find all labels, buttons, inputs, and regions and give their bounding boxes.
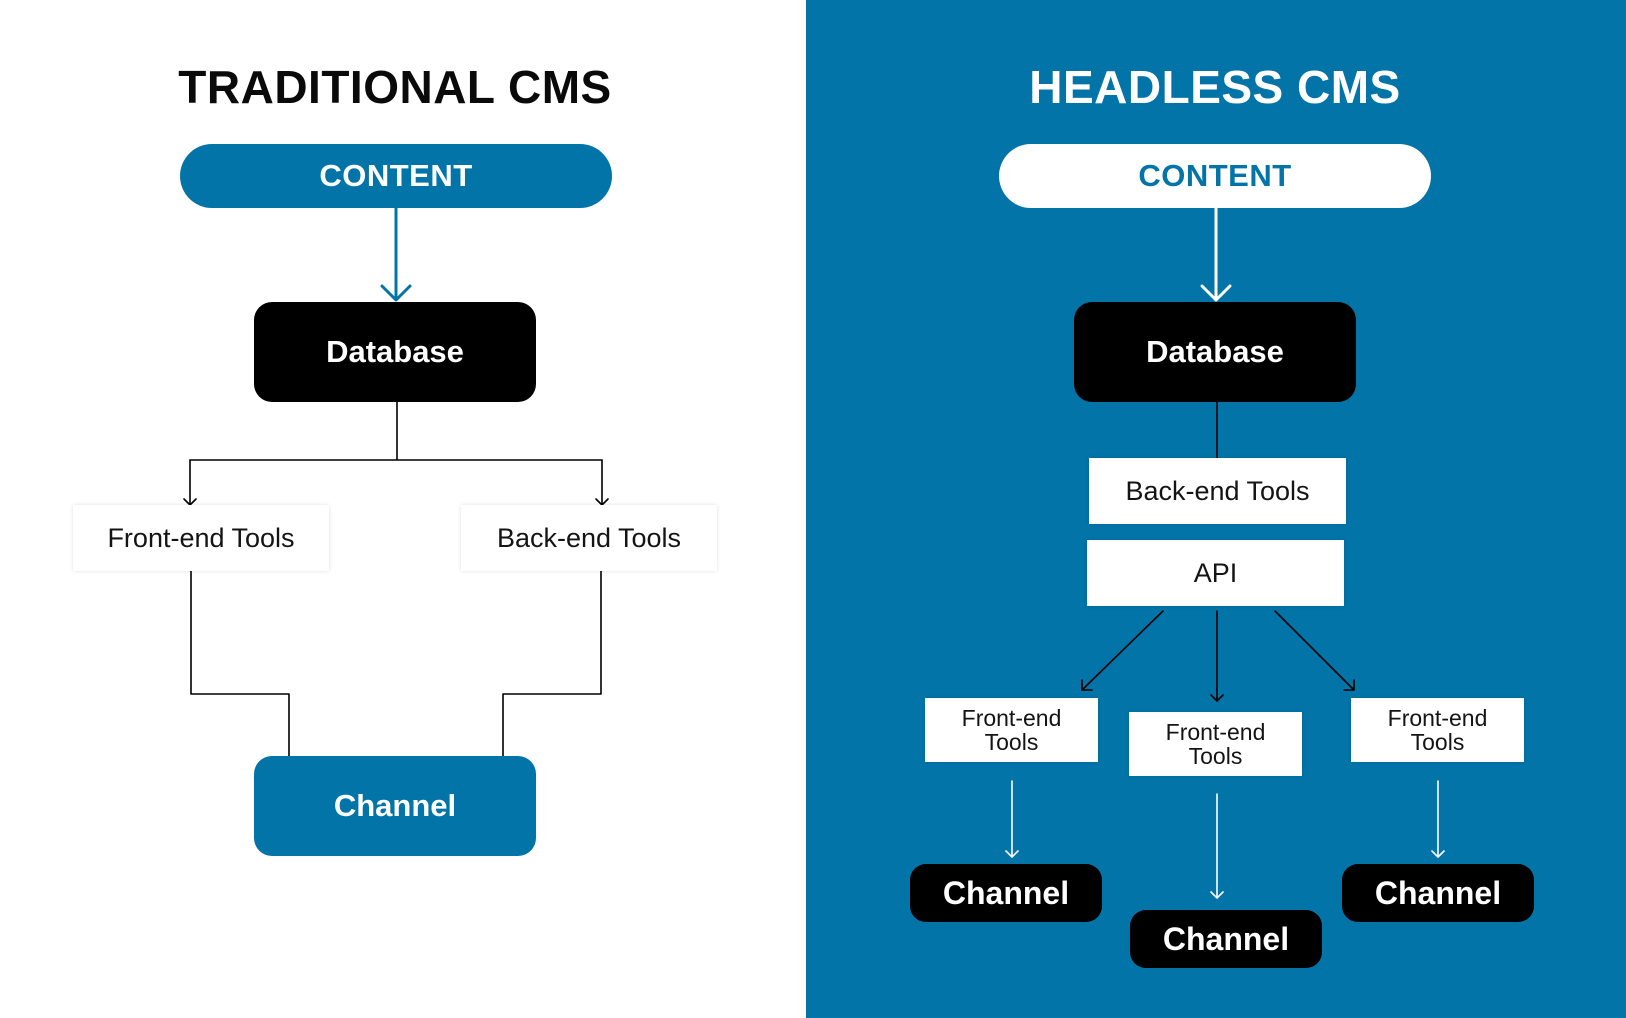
- headless-channel-box: Channel: [1130, 910, 1322, 968]
- database-box: Database: [254, 302, 536, 402]
- frontend-tools-box: Front-end Tools: [73, 505, 329, 571]
- headless-content-to-database-arrow: [1200, 206, 1232, 302]
- headless-channel-box: Channel: [1342, 864, 1534, 922]
- branch-to-frontend-arrow: [183, 459, 197, 506]
- content-pill: CONTENT: [180, 144, 612, 208]
- branch-to-backend-arrow: [595, 459, 609, 506]
- api-to-frontend-right-arrow: [1274, 610, 1355, 691]
- frontend-middle-to-channel-arrow: [1210, 793, 1224, 899]
- database-branch-line: [189, 401, 603, 461]
- headless-cms-title: HEADLESS CMS: [1029, 61, 1401, 113]
- frontend-tools-line2: Tools: [1410, 729, 1465, 755]
- api-to-frontend-middle-arrow: [1210, 610, 1224, 702]
- backend-tools-box: Back-end Tools: [461, 505, 717, 571]
- traditional-cms-title: TRADITIONAL CMS: [178, 61, 612, 113]
- backend-to-channel-line: [502, 570, 602, 757]
- frontend-right-to-channel-arrow: [1431, 780, 1445, 858]
- content-to-database-arrow: [380, 206, 412, 302]
- frontend-tools-line1: Front-end: [1387, 705, 1488, 731]
- api-to-frontend-left-arrow: [1081, 610, 1164, 691]
- headless-frontend-tools-box: Front-end Tools: [1129, 712, 1302, 776]
- frontend-to-channel-line: [190, 570, 290, 757]
- headless-content-pill: CONTENT: [999, 144, 1431, 208]
- frontend-tools-line1: Front-end: [1165, 719, 1266, 745]
- headless-backend-tools-box: Back-end Tools: [1089, 458, 1346, 524]
- headless-database-box: Database: [1074, 302, 1356, 402]
- frontend-tools-line2: Tools: [1188, 743, 1243, 769]
- headless-channel-box: Channel: [910, 864, 1102, 922]
- frontend-tools-line1: Front-end: [961, 705, 1062, 731]
- headless-frontend-tools-box: Front-end Tools: [1351, 698, 1524, 762]
- channel-box: Channel: [254, 756, 536, 856]
- frontend-left-to-channel-arrow: [1005, 780, 1019, 858]
- headless-frontend-tools-box: Front-end Tools: [925, 698, 1098, 762]
- api-box: API: [1087, 540, 1344, 606]
- frontend-tools-line2: Tools: [984, 729, 1039, 755]
